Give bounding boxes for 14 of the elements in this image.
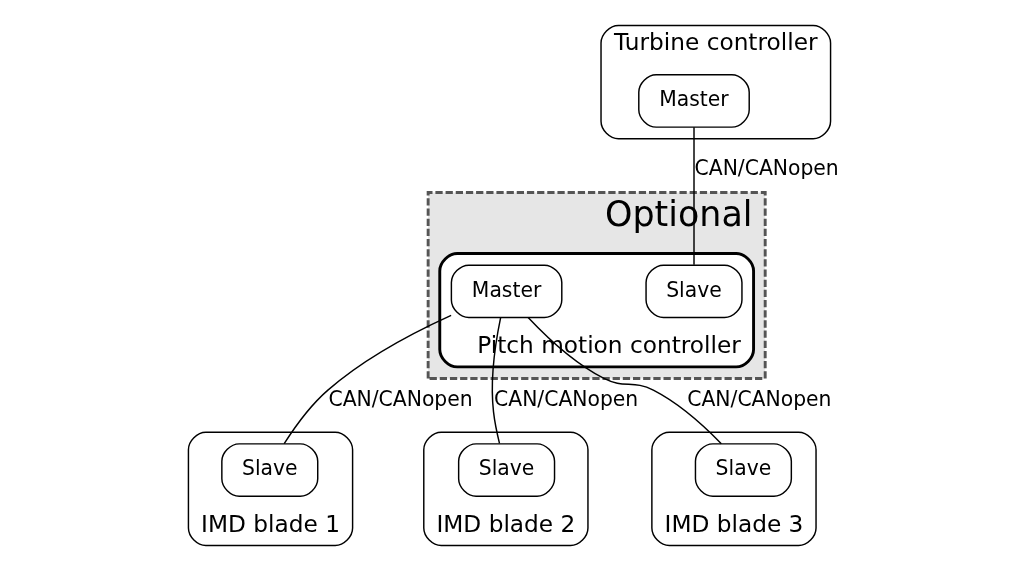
edge-label: CAN/CANopen	[694, 156, 839, 181]
node-box: Master	[638, 74, 750, 128]
connector	[491, 317, 502, 445]
connector	[527, 316, 723, 445]
edge-label: CAN/CANopen	[494, 387, 639, 412]
edge-label: CAN/CANopen	[687, 387, 832, 412]
node-box: Slave	[694, 443, 793, 497]
node-box: Slave	[645, 264, 743, 319]
node-box: Slave	[457, 443, 556, 497]
connector	[283, 314, 452, 445]
connector	[693, 126, 695, 266]
node-box: Master	[450, 264, 563, 319]
node-box: Slave	[221, 443, 319, 497]
edge-label: CAN/CANopen	[328, 387, 473, 412]
